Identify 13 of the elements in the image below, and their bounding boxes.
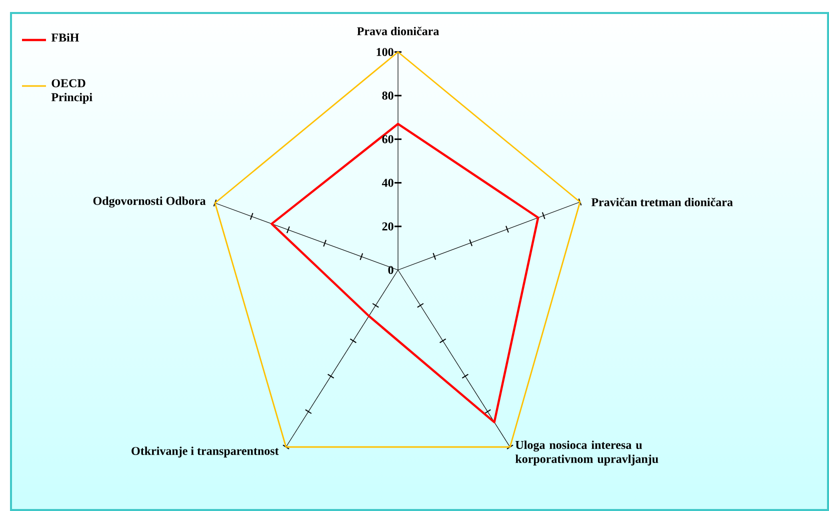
tick-label: 100 xyxy=(376,48,394,56)
tick-label: 40 xyxy=(382,178,394,187)
legend-label: FBiH xyxy=(51,33,79,42)
axis-label: Pravičan tretman dioničara xyxy=(591,198,733,206)
axis-label: Odgovornosti Odbora xyxy=(93,196,206,208)
tick-label: 0 xyxy=(388,266,394,274)
axis-label: Otkrivanje i transparentnost xyxy=(132,446,279,458)
axis-label: Prava dioničara xyxy=(357,26,439,36)
tick-label: 20 xyxy=(382,222,394,230)
tick-label: 60 xyxy=(382,135,394,144)
legend-label: OECD Principi xyxy=(51,79,92,104)
axis-label: Uloga nosioca interesa u korporativnom upravljanju xyxy=(516,440,658,466)
tick-label: 80 xyxy=(382,92,394,100)
